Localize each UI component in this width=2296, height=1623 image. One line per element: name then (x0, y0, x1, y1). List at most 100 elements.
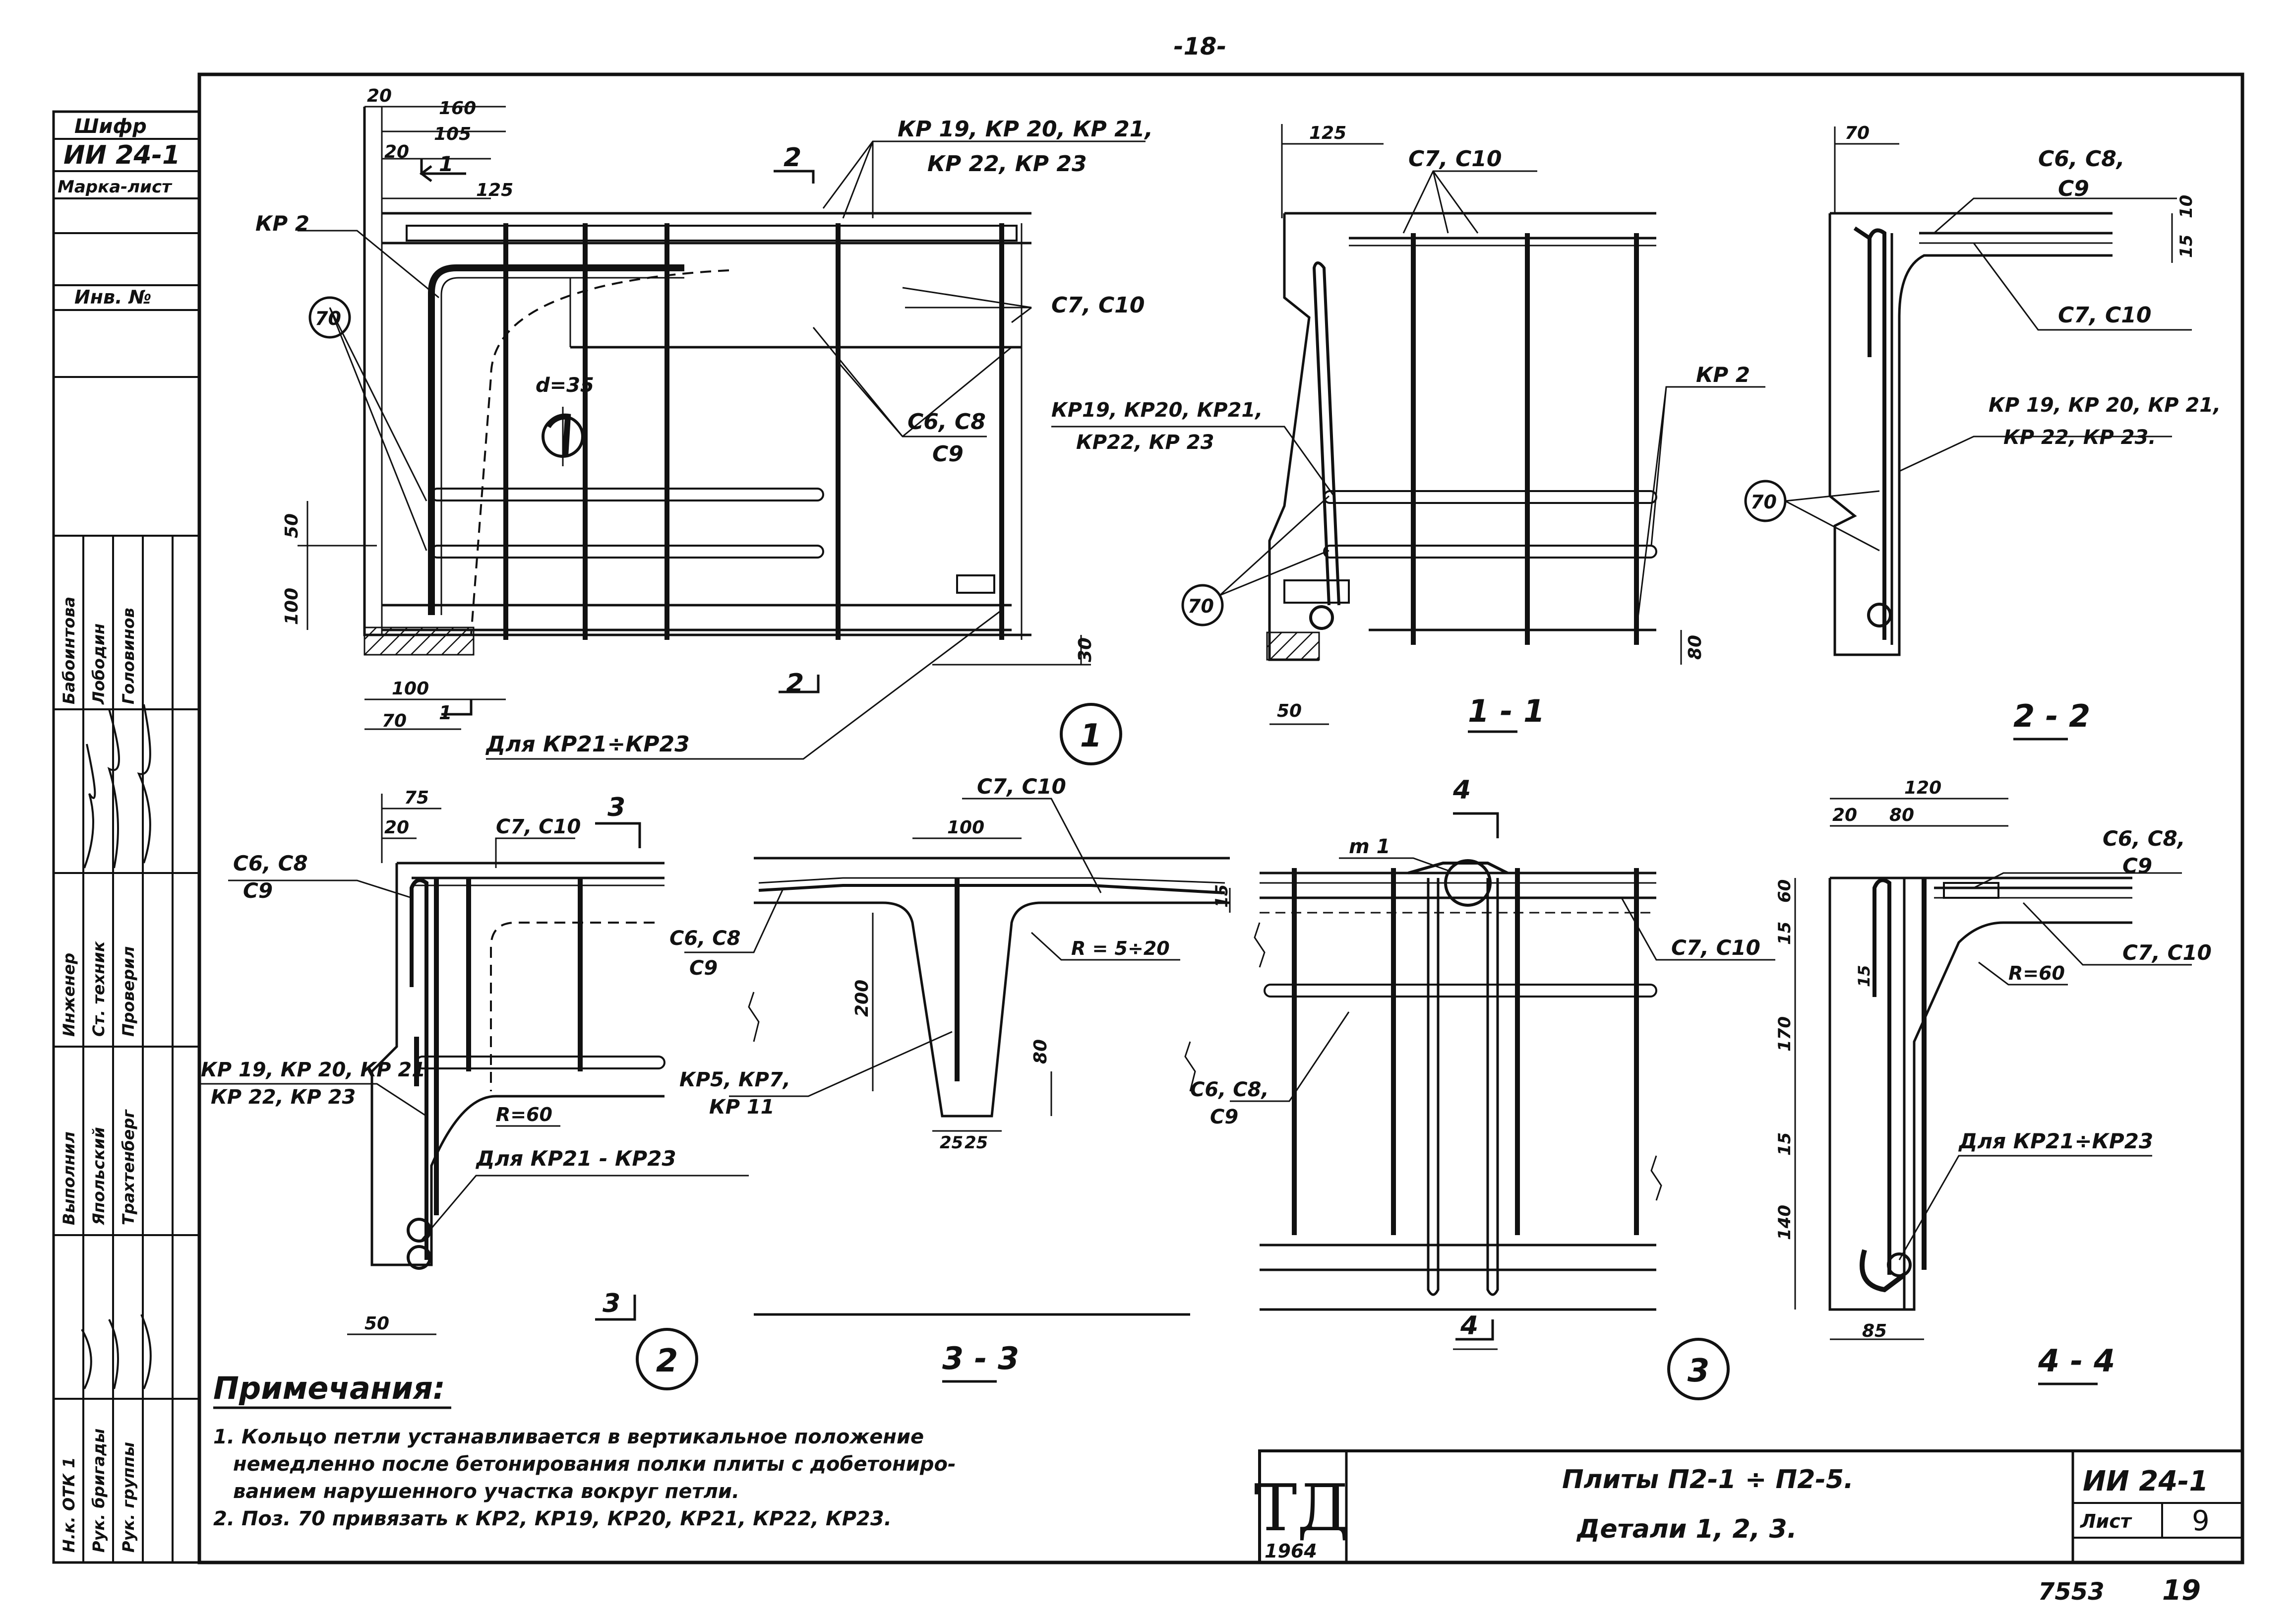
title-block-sheet-label: Лист (2080, 1510, 2132, 1532)
s22-dim-15: 15 (2176, 235, 2196, 258)
name-5: Трахтенберг (119, 1109, 138, 1225)
title-block-code: ИИ 24-1 (2083, 1465, 2208, 1498)
v3-c6c8: С6, С8, (1190, 1078, 1269, 1101)
role-5: Инженер (60, 953, 78, 1037)
v1-c7c10-label: С7, С10 (1051, 293, 1145, 318)
s33-dim-100: 100 (947, 817, 984, 838)
s22-dim-70: 70 (1845, 123, 1870, 143)
notes: Примечания: 1. Кольцо петли устанавливае… (213, 1370, 956, 1530)
s33-dim-15: 15 (1212, 884, 1232, 908)
v2-rebar-2: КР 22, КР 23 (211, 1086, 356, 1109)
v1-for-label: Для КР21÷КР23 (485, 732, 690, 757)
v3-section-mark-top: 4 (1452, 775, 1471, 805)
v1-dim-160: 160 (439, 98, 476, 119)
s44-dim-80: 80 (1889, 805, 1914, 825)
mark-sheet-label: Марка-лист (58, 177, 173, 197)
v3-c9: С9 (1210, 1106, 1238, 1128)
s33-c7c10: С7, С10 (977, 774, 1066, 799)
v2-for-label: Для КР21 - КР23 (475, 1146, 676, 1171)
name-4: Япольский (89, 1127, 108, 1226)
s22-c9: С9 (2058, 176, 2089, 201)
inv-label: Инв. № (74, 286, 152, 308)
v1-kr2-label: КР 2 (255, 211, 309, 236)
title-line-1: Плиты П2-1 ÷ П2-5. (1562, 1465, 1854, 1495)
note-line-3: ванием нарушенного участка вокруг петли. (233, 1480, 739, 1503)
v3-section-mark-bottom: 4 (1460, 1311, 1478, 1341)
v1-dim-105: 105 (434, 124, 471, 144)
v1-rebar-top-1: КР 19, КР 20, КР 21, (898, 117, 1153, 142)
v2-dim-50: 50 (364, 1313, 389, 1334)
s11-pos70: 70 (1188, 595, 1214, 617)
v1-section-mark-2b: 2 (786, 669, 804, 698)
note-line-4: 2. Поз. 70 привязать к КР2, КР19, КР20, … (213, 1507, 892, 1530)
note-line-1: 1. Кольцо петли устанавливается в вертик… (213, 1426, 924, 1448)
s11-c7c10: С7, С10 (1408, 146, 1502, 172)
s44-dim-85: 85 (1862, 1321, 1887, 1341)
s22-title: 2 - 2 (2013, 698, 2090, 734)
v3-m1: m 1 (1349, 835, 1390, 858)
v2-c9: С9 (243, 878, 273, 903)
s33-dim-25a: 25 (940, 1133, 963, 1153)
footer-inv-number: 7553 (2038, 1578, 2105, 1606)
s22-dim-10: 10 (2176, 195, 2196, 218)
title-block-sheet-number: 9 (2192, 1505, 2210, 1537)
s11-dim-125: 125 (1309, 123, 1346, 143)
cipher-value: ИИ 24-1 (63, 140, 180, 170)
v1-c6c8-label: С6, С8 (907, 409, 986, 435)
s22-rebar-1: КР 19, КР 20, КР 21, (1989, 394, 2221, 417)
v3-detail-number: 3 (1688, 1353, 1710, 1389)
v1-rebar-top-2: КР 22, КР 23 (927, 151, 1087, 177)
v3-c7c10: С7, С10 (1671, 936, 1760, 960)
v1-c9-label: С9 (932, 441, 964, 467)
s33-c9: С9 (689, 957, 718, 980)
s11-title: 1 - 1 (1468, 693, 1545, 729)
note-line-2: немедленно после бетонирования полки пли… (233, 1453, 956, 1476)
title-line-2: Детали 1, 2, 3. (1576, 1514, 1797, 1544)
s44-title: 4 - 4 (2038, 1343, 2115, 1379)
v1-dim-125: 125 (476, 180, 513, 200)
s44-c9: С9 (2122, 854, 2152, 878)
v2-dim-75: 75 (404, 788, 429, 808)
v1-dim-100: 100 (282, 588, 302, 625)
s44-c7c10: С7, С10 (2122, 940, 2212, 965)
v2-dim-20: 20 (384, 817, 409, 838)
s11-dim-50: 50 (1277, 701, 1302, 721)
s44-dim-inner-15: 15 (1855, 965, 1873, 987)
section-1-1: 125 С7, С10 КР 2 КР19, КР20, КР21, КР22,… (1051, 123, 1765, 733)
s33-dim-200: 200 (852, 980, 872, 1017)
s11-rebar-1: КР19, КР20, КР21, (1051, 399, 1263, 422)
v1-dim-30: 30 (1075, 637, 1095, 662)
s33-dim-25b: 25 (965, 1133, 988, 1153)
v1-section-mark-1b: 1 (439, 702, 452, 724)
s44-r60: R=60 (2008, 962, 2065, 984)
v2-section-mark-top: 3 (607, 793, 625, 822)
role-4: Выполнил (60, 1131, 78, 1225)
s44-dim-20: 20 (1832, 805, 1857, 825)
signature-marks (81, 704, 152, 1389)
s22-rebar-2: КР 22, КР 23. (2003, 426, 2156, 449)
v1-dim-50: 50 (282, 513, 302, 538)
cipher-label: Шифр (74, 115, 147, 138)
v1-pos70: 70 (315, 308, 341, 329)
s22-c7c10: С7, С10 (2058, 303, 2151, 328)
section-2-2: 70 С6, С8, С9 С7, С10 10 15 КР 19, КР 20… (1744, 123, 2221, 741)
v2-section-mark-bottom: 3 (603, 1289, 620, 1318)
title-block-logo: ТД (1254, 1470, 1349, 1546)
s44-c6c8: С6, С8, (2103, 826, 2185, 851)
s44-dim-15a: 15 (1775, 922, 1795, 945)
name-2: Лободин (89, 624, 108, 705)
v1-dim-70: 70 (382, 711, 407, 731)
role-7: Проверил (119, 946, 138, 1037)
title-block: ТД 1964 Плиты П2-1 ÷ П2-5. Детали 1, 2, … (1254, 1449, 2244, 1564)
v2-r60: R=60 (496, 1104, 552, 1125)
v1-detail-number: 1 (1080, 718, 1102, 754)
page-number-top: -18- (1174, 33, 1227, 61)
v1-dim-20: 20 (367, 86, 392, 106)
s22-c6c8: С6, С8, (2038, 146, 2125, 172)
s44-dim-140: 140 (1775, 1205, 1795, 1240)
role-1: Н.к. ОТК 1 (60, 1457, 78, 1553)
s33-kr-1: КР5, КР7, (679, 1068, 790, 1091)
role-2: Рук. бригады (89, 1429, 108, 1553)
role-3: Рук. группы (119, 1442, 138, 1553)
s44-dim-120: 120 (1904, 778, 1941, 798)
